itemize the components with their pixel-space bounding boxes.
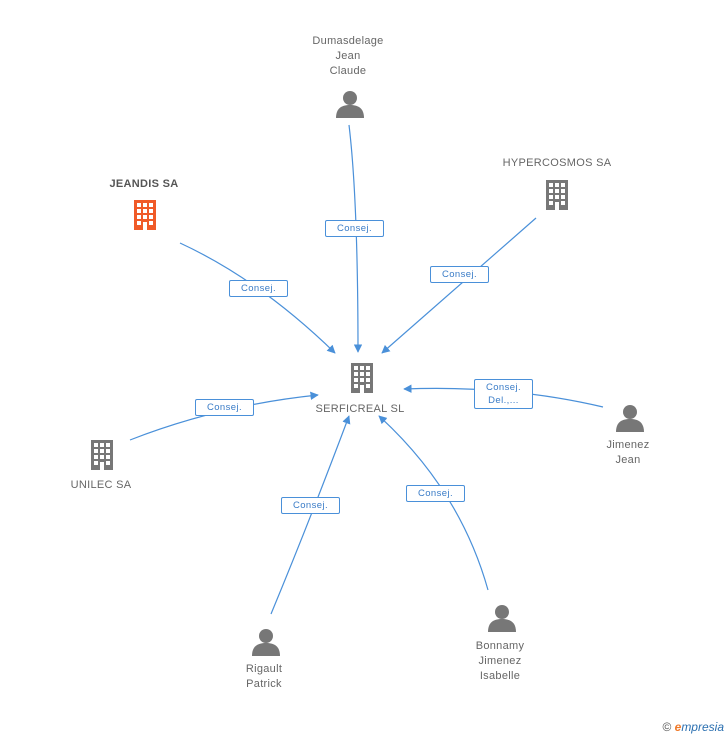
center-label-text: SERFICREAL SL xyxy=(315,403,405,415)
dumasdelage-label[interactable]: Dumasdelage Jean Claude xyxy=(290,34,406,79)
rigault-label[interactable]: Rigault Patrick xyxy=(226,662,302,692)
hypercosmos-building-icon[interactable] xyxy=(546,180,568,210)
relation-jimenez-text-1: Consej. xyxy=(485,382,521,393)
relation-rigault[interactable]: Consej. xyxy=(281,497,340,514)
relation-jeandis[interactable]: Consej. xyxy=(229,280,288,297)
brand-name: mpresia xyxy=(681,720,724,734)
unilec-building-icon[interactable] xyxy=(91,440,113,470)
relation-hypercosmos-text: Consej. xyxy=(441,269,477,280)
relation-unilec[interactable]: Consej. xyxy=(195,399,254,416)
bonnamy-person-icon[interactable] xyxy=(488,605,516,632)
edge-rigault xyxy=(270,415,351,615)
jeandis-label[interactable]: JEANDIS SA xyxy=(94,177,194,192)
rigault-line-1: Rigault xyxy=(245,663,283,675)
relation-bonnamy-text: Consej. xyxy=(417,488,453,499)
unilec-label[interactable]: UNILEC SA xyxy=(56,478,146,493)
dumasdelage-line-2: Jean xyxy=(335,50,361,62)
rigault-person-icon[interactable] xyxy=(252,629,280,656)
edge-bonnamy xyxy=(378,415,489,591)
jimenez-label[interactable]: Jimenez Jean xyxy=(590,438,666,468)
hypercosmos-label[interactable]: HYPERCOSMOS SA xyxy=(490,156,624,171)
bonnamy-line-1: Bonnamy xyxy=(475,640,525,652)
copyright-symbol: © xyxy=(662,720,672,734)
center-building-icon[interactable] xyxy=(351,363,373,393)
relation-jeandis-text: Consej. xyxy=(240,283,276,294)
edge-jeandis xyxy=(179,242,336,354)
dumasdelage-line-3: Claude xyxy=(329,65,367,77)
dumasdelage-person-icon[interactable] xyxy=(336,91,364,118)
jeandis-building-icon[interactable] xyxy=(134,200,156,230)
jeandis-label-text: JEANDIS SA xyxy=(109,178,179,190)
dumasdelage-line-1: Dumasdelage xyxy=(312,35,384,47)
empresia-watermark: © empresia xyxy=(662,720,724,734)
relation-dumasdelage[interactable]: Consej. xyxy=(325,220,384,237)
jimenez-line-1: Jimenez xyxy=(606,439,650,451)
center-label[interactable]: SERFICREAL SL xyxy=(300,402,420,417)
bonnamy-line-2: Jimenez xyxy=(478,655,522,667)
bonnamy-label[interactable]: Bonnamy Jimenez Isabelle xyxy=(460,639,540,684)
jimenez-line-2: Jean xyxy=(615,454,641,466)
edge-hypercosmos xyxy=(381,217,537,354)
bonnamy-line-3: Isabelle xyxy=(479,670,521,682)
unilec-label-text: UNILEC SA xyxy=(70,479,132,491)
relation-jimenez-text-2: Del.,... xyxy=(488,395,519,406)
jimenez-person-icon[interactable] xyxy=(616,405,644,432)
relation-hypercosmos[interactable]: Consej. xyxy=(430,266,489,283)
rigault-line-2: Patrick xyxy=(246,678,282,690)
edge-dumasdelage xyxy=(348,124,363,353)
relation-rigault-text: Consej. xyxy=(292,500,328,511)
relation-bonnamy[interactable]: Consej. xyxy=(406,485,465,502)
brand-e: e xyxy=(674,720,682,734)
hypercosmos-label-text: HYPERCOSMOS SA xyxy=(502,157,612,169)
relation-dumasdelage-text: Consej. xyxy=(336,223,372,234)
relation-unilec-text: Consej. xyxy=(206,402,242,413)
relation-jimenez[interactable]: Consej. Del.,... xyxy=(474,379,533,409)
